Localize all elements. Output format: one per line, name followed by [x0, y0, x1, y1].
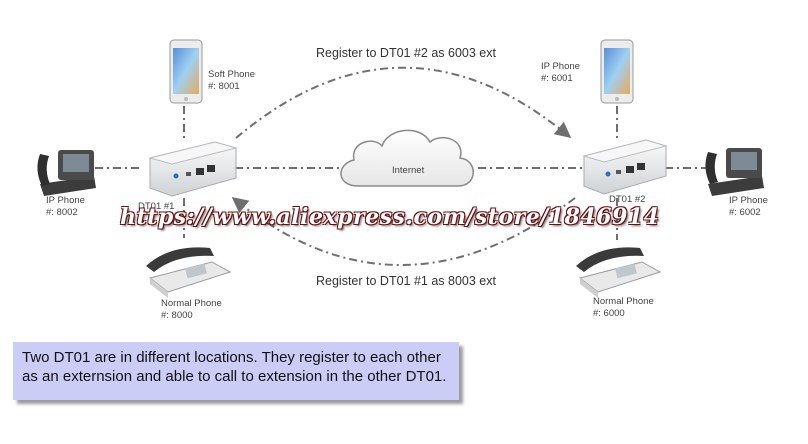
normal-phone-right-label: Normal Phone #: 6000 [593, 296, 654, 320]
internet-label: Internet [392, 165, 425, 176]
ip-phone-top-right-name: IP Phone [541, 61, 580, 72]
caption-box: Two DT01 are in different locations. The… [13, 342, 459, 400]
soft-phone-icon [169, 39, 203, 104]
ip-phone-right-label: IP Phone #: 6002 [729, 195, 768, 219]
soft-phone-label: Soft Phone #: 8001 [208, 69, 255, 93]
top-arc-arrow [235, 66, 572, 139]
normal-phone-right-number: #: 6000 [593, 308, 625, 319]
store-url-watermark: https://www.aliexpress.com/store/1846914 [120, 204, 660, 230]
dt01-device-right-icon [582, 139, 668, 195]
connector-lines [95, 66, 706, 266]
normal-phone-left-label: Normal Phone #: 8000 [161, 298, 222, 322]
smartphone-icon [600, 39, 634, 104]
soft-phone-name: Soft Phone [208, 69, 256, 80]
normal-phone-left-name: Normal Phone [161, 298, 222, 309]
normal-phone-right-icon [576, 247, 662, 298]
ip-phone-right-number: #: 6002 [729, 207, 761, 218]
caption-line-2: as an externsion and able to call to ext… [22, 368, 447, 385]
ip-phone-top-right-number: #: 6001 [541, 73, 573, 84]
ip-phone-left-number: #: 8002 [46, 207, 78, 218]
dt01-device-left-icon [148, 141, 238, 197]
ip-desk-phone-right-icon [705, 148, 764, 196]
dt01-left-label: DT01 #1 [138, 201, 175, 212]
ip-phone-top-right-label: IP Phone #: 6001 [541, 61, 580, 85]
ip-phone-left-name: IP Phone [46, 195, 85, 206]
internet-cloud-icon [340, 129, 474, 187]
bottom-arc-label: Register to DT01 #1 as 8003 ext [316, 274, 496, 288]
normal-phone-right-name: Normal Phone [593, 296, 654, 307]
top-arc-label: Register to DT01 #2 as 6003 ext [316, 46, 496, 60]
caption-line-1: Two DT01 are in different locations. The… [22, 349, 441, 366]
ip-phone-right-name: IP Phone [729, 195, 768, 206]
ip-phone-left-label: IP Phone #: 8002 [46, 195, 85, 219]
ip-desk-phone-left-icon [37, 150, 96, 196]
dt01-right-label: DT01 #2 [609, 194, 646, 205]
soft-phone-number: #: 8001 [208, 81, 240, 92]
normal-phone-left-number: #: 8000 [161, 310, 193, 321]
normal-phone-left-icon [146, 247, 232, 298]
bottom-arc-arrow [231, 197, 576, 266]
